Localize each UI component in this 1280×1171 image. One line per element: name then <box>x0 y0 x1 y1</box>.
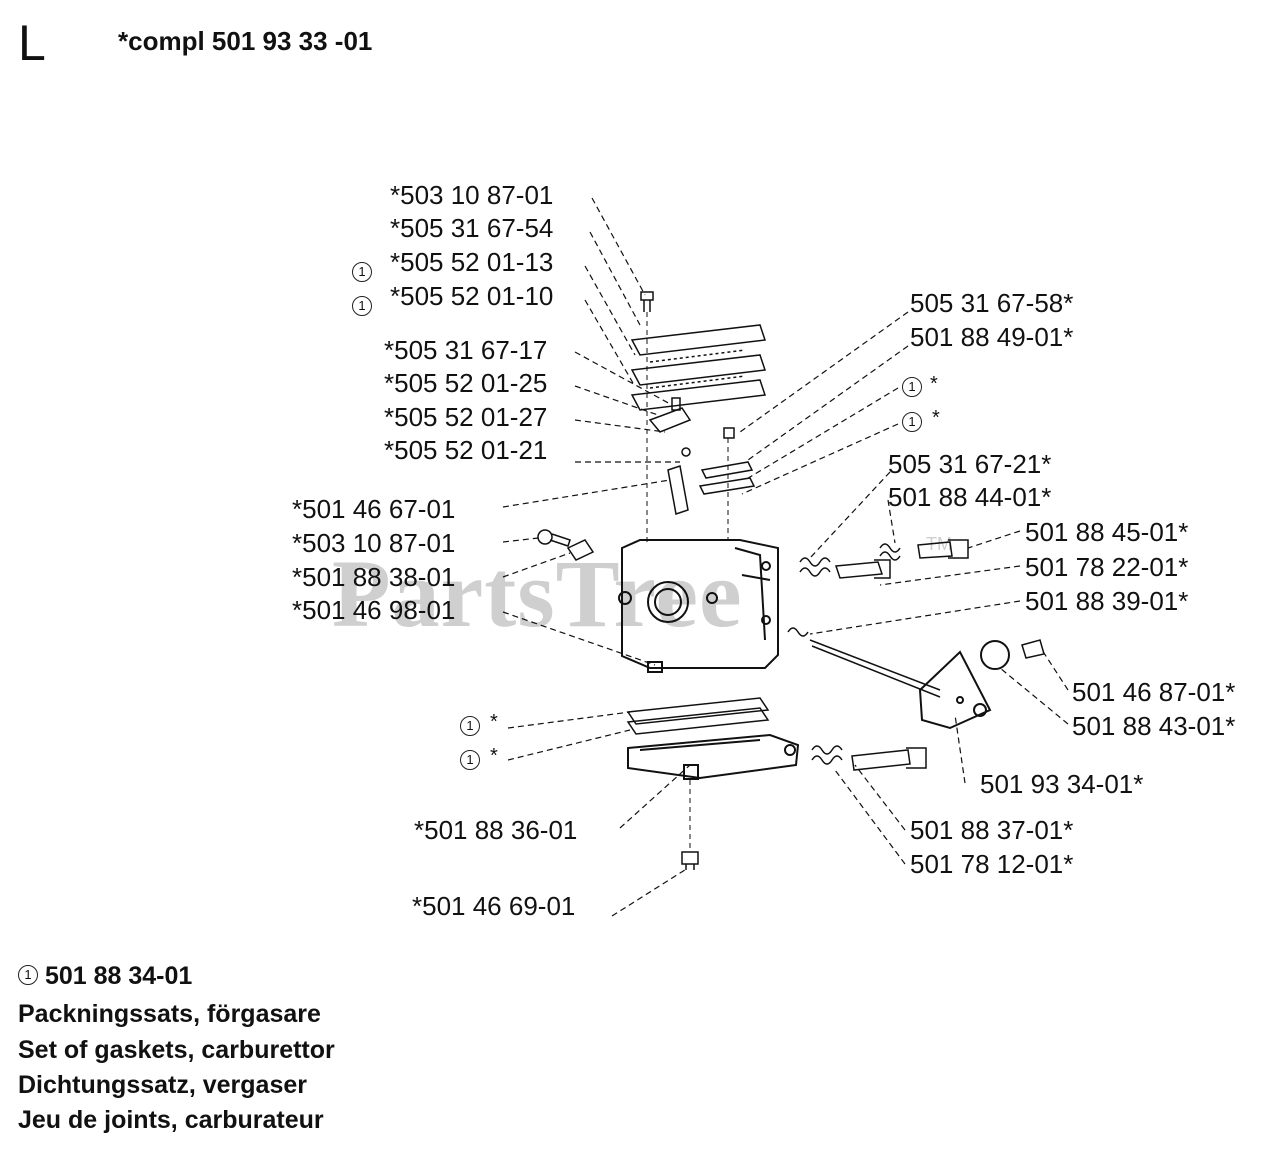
clip <box>566 539 595 561</box>
part-label: *503 10 87-01 <box>390 180 554 210</box>
part-label: 501 93 34-01* <box>980 769 1144 799</box>
part-label: 501 88 43-01* <box>1072 711 1236 741</box>
callout-1-icon: 1 <box>18 965 38 986</box>
footer-line-french: Jeu de joints, carburateur <box>18 1106 324 1134</box>
footer-kit-number: 1 501 88 34-01 <box>18 962 192 991</box>
callout-asterisk: * <box>930 373 938 395</box>
footer-kit-number-text: 501 88 34-01 <box>44 962 193 990</box>
bottom-screw <box>681 851 699 870</box>
part-label: *505 52 01-10 <box>390 281 554 311</box>
part-label: 501 88 39-01* <box>1025 586 1189 616</box>
idle-spring <box>799 557 831 577</box>
callout-asterisk: * <box>490 745 498 767</box>
bottom-cover <box>627 733 800 780</box>
footer-line-german: Dichtungssatz, vergaser <box>18 1071 307 1099</box>
diaphragm-gaskets <box>626 697 770 735</box>
part-label: *501 88 36-01 <box>414 815 578 845</box>
side-screw <box>537 529 571 547</box>
callout-1-icon: 1 <box>460 716 480 736</box>
leader-lines <box>502 197 1069 917</box>
part-label: 505 31 67-58* <box>910 288 1074 318</box>
kit-title: *compl 501 93 33 -01 <box>118 26 373 56</box>
part-label: *501 88 38-01 <box>292 562 456 592</box>
needle-parts <box>648 397 692 515</box>
callout-1-icon: 1 <box>902 412 922 432</box>
part-label: *505 52 01-13 <box>390 247 554 277</box>
part-label: *505 52 01-27 <box>384 402 548 432</box>
callout-asterisk: * <box>932 407 940 429</box>
idle-screw <box>834 559 891 579</box>
part-label: 501 88 49-01* <box>910 322 1074 352</box>
part-label: *503 10 87-01 <box>292 528 456 558</box>
callout-asterisk: * <box>490 711 498 733</box>
callout-1-icon: 1 <box>902 377 922 397</box>
part-label: 501 88 44-01* <box>888 482 1052 512</box>
watermark-tm: TM <box>926 534 952 554</box>
part-label: 501 78 22-01* <box>1025 552 1189 582</box>
part-label: *501 46 98-01 <box>292 595 456 625</box>
fuel-spring <box>811 745 843 765</box>
lever-screw <box>1021 639 1045 659</box>
callout-1-icon: 1 <box>352 262 372 282</box>
h-spring <box>879 543 901 561</box>
part-label: *505 31 67-17 <box>384 335 548 365</box>
metering-parts <box>698 427 756 495</box>
callout-1-icon: 1 <box>352 296 372 316</box>
throttle-lever <box>918 650 992 730</box>
part-label: 501 88 37-01* <box>910 815 1074 845</box>
long-screw <box>851 747 927 771</box>
watermark: PartsTree <box>332 540 743 647</box>
part-label: 505 31 67-21* <box>888 449 1052 479</box>
part-label: *501 46 67-01 <box>292 494 456 524</box>
throttle-shaft <box>787 627 941 698</box>
part-label: *505 52 01-25 <box>384 368 548 398</box>
h-screw <box>917 539 969 559</box>
section-letter: L <box>18 15 46 71</box>
pump-gaskets <box>630 324 767 411</box>
part-label: 501 46 87-01* <box>1072 677 1236 707</box>
part-label: *505 52 01-21 <box>384 435 548 465</box>
part-label: 501 78 12-01* <box>910 849 1074 879</box>
top-screw <box>640 291 654 312</box>
part-label: 501 88 45-01* <box>1025 517 1189 547</box>
part-label: *505 31 67-54 <box>390 213 554 243</box>
footer-line-swedish: Packningssats, förgasare <box>18 1000 321 1028</box>
throttle-washer <box>980 640 1010 670</box>
callout-1-icon: 1 <box>460 750 480 770</box>
footer-line-english: Set of gaskets, carburettor <box>18 1036 335 1064</box>
carburetor-body <box>618 539 779 673</box>
part-label: *501 46 69-01 <box>412 891 576 921</box>
